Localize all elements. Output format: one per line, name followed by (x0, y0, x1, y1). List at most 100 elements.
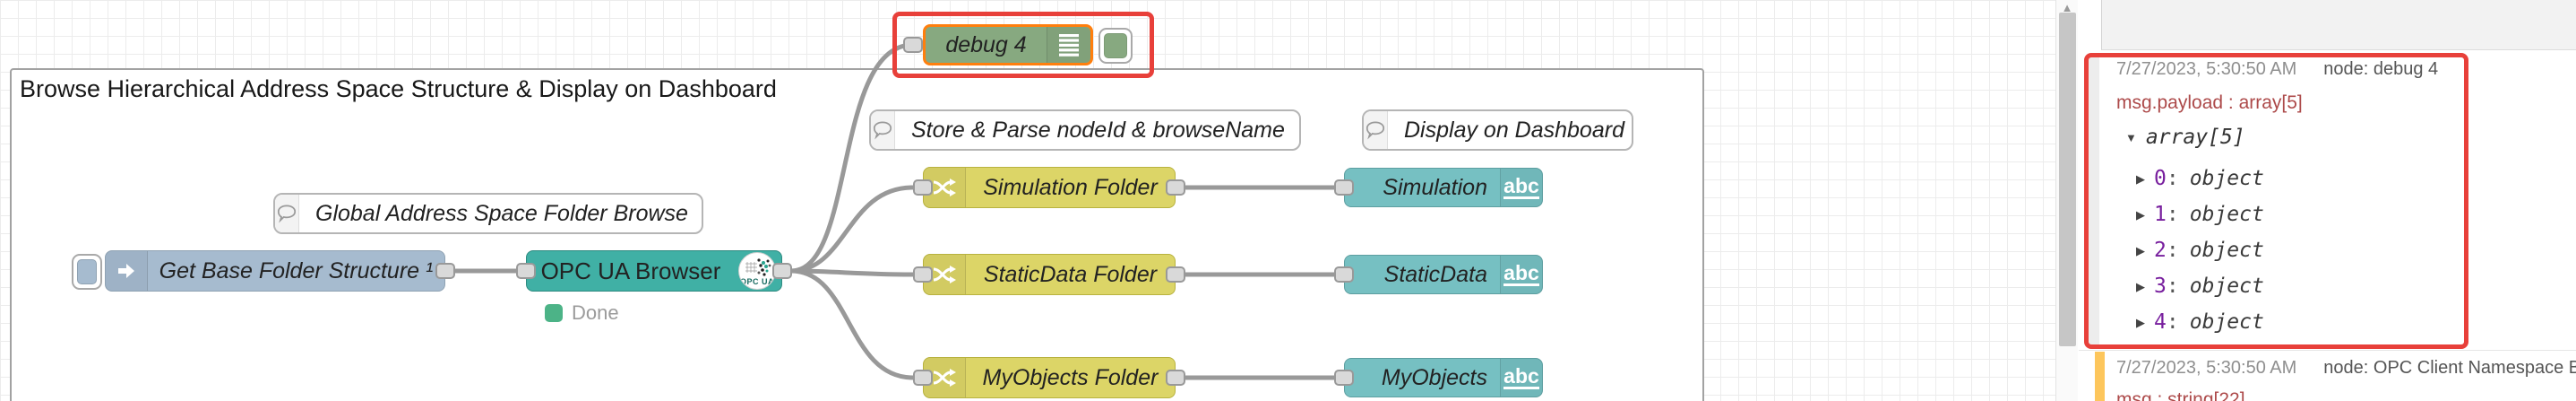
comment-icon (1364, 111, 1388, 149)
tree-item-sep: : (2166, 167, 2179, 190)
debug-message-header: 7/27/2023, 5:30:50 AM node: debug 4 (2116, 59, 2438, 80)
tree-item-sep: : (2166, 203, 2179, 226)
message-timestamp: 7/27/2023, 5:30:50 AM (2116, 358, 2297, 378)
comment-label: Display on Dashboard (1404, 117, 1624, 143)
abc-icon: abc (1500, 256, 1542, 293)
caret-right-icon[interactable]: ▶ (2136, 244, 2145, 257)
opcua-icon: OPC UA (738, 252, 776, 290)
status-dot-icon (545, 304, 563, 322)
inject-node-label: Get Base Folder Structure ¹ (159, 257, 434, 283)
text-input-port[interactable] (1334, 370, 1354, 386)
text-input-port[interactable] (1334, 266, 1354, 283)
text-node-myobjects[interactable]: MyObjects abc (1344, 358, 1543, 397)
switch-node-label: Simulation Folder (983, 174, 1158, 200)
comment-label: Global Address Space Folder Browse (315, 200, 688, 226)
switch-output-port[interactable] (1166, 179, 1185, 196)
inject-trigger-button[interactable] (72, 254, 102, 290)
message-meta: msg : string[22] (2116, 389, 2245, 401)
tree-item-key: 1 (2154, 203, 2167, 226)
opcua-status: Done (545, 301, 619, 325)
message-source-node[interactable]: node: OPC Client Namespace Brow (2323, 358, 2576, 378)
wire-opcua-to-myobjects[interactable] (788, 268, 916, 380)
comment-node-store-parse[interactable]: Store & Parse nodeId & browseName (869, 109, 1301, 151)
status-text: Done (572, 301, 619, 324)
debug-sidebar-toolbar (2101, 0, 2576, 50)
payload-tree-item[interactable]: ▶ 0: object (2136, 167, 2264, 190)
payload-tree-root[interactable]: ▼ array[5] (2125, 126, 2245, 149)
opcua-node-label: OPC UA Browser (540, 257, 721, 284)
group-title: Browse Hierarchical Address Space Struct… (20, 75, 777, 102)
message-left-border-amber (2095, 352, 2105, 401)
comment-node-global-browse[interactable]: Global Address Space Folder Browse (273, 193, 703, 234)
switch-node-simulation[interactable]: Simulation Folder (923, 167, 1176, 208)
message-meta: msg.payload : array[5] (2116, 92, 2303, 113)
debug-toggle-button[interactable] (1098, 28, 1133, 64)
flow-canvas[interactable]: Browse Hierarchical Address Space Struct… (0, 0, 2055, 401)
debug-node-highlight-box (892, 12, 1154, 78)
switch-output-port[interactable] (1166, 266, 1185, 283)
tree-item-key: 3 (2154, 275, 2167, 298)
caret-down-icon[interactable]: ▼ (2125, 131, 2137, 144)
scrollbar-up-arrow-icon[interactable]: ▲ (2061, 1, 2073, 14)
text-node-label: MyObjects (1381, 364, 1487, 390)
switch-node-label: MyObjects Folder (982, 364, 1159, 390)
tree-item-value: object (2189, 203, 2264, 226)
debug-icon (1047, 27, 1090, 63)
wires-layer (452, 42, 1337, 380)
switch-input-port[interactable] (913, 370, 933, 386)
tree-item-key: 4 (2154, 310, 2167, 334)
debug-node-label: debug 4 (945, 31, 1027, 57)
switch-input-port[interactable] (913, 179, 933, 196)
tree-item-value: object (2189, 239, 2264, 262)
message-timestamp: 7/27/2023, 5:30:50 AM (2116, 59, 2297, 79)
inject-output-port[interactable] (435, 263, 455, 279)
switch-node-myobjects[interactable]: MyObjects Folder (923, 357, 1176, 398)
caret-right-icon[interactable]: ▶ (2136, 172, 2145, 186)
inject-button-inner (77, 259, 97, 284)
caret-right-icon[interactable]: ▶ (2136, 208, 2145, 222)
debug-node[interactable]: debug 4 (923, 24, 1093, 65)
switch-output-port[interactable] (1166, 370, 1185, 386)
comment-icon (275, 195, 299, 232)
tree-item-sep: : (2166, 275, 2179, 298)
caret-right-icon[interactable]: ▶ (2136, 280, 2145, 293)
message-source-node[interactable]: node: debug 4 (2323, 59, 2439, 79)
abc-icon: abc (1500, 359, 1542, 397)
message-separator (2079, 350, 2576, 351)
tree-item-key: 0 (2154, 167, 2167, 190)
message-left-border (2089, 57, 2099, 344)
text-node-simulation[interactable]: Simulation abc (1344, 168, 1543, 207)
opcua-icon-text: OPC UA (739, 277, 774, 286)
tree-root-label: array[5] (2145, 126, 2245, 149)
tree-item-value: object (2189, 167, 2264, 190)
switch-input-port[interactable] (913, 266, 933, 283)
debug-message-highlight-box (2084, 53, 2468, 349)
debug-input-port[interactable] (903, 37, 923, 53)
tree-item-sep: : (2166, 239, 2179, 262)
payload-tree-item[interactable]: ▶2:object (2136, 239, 2264, 262)
scrollbar-thumb[interactable] (2059, 13, 2076, 346)
tree-item-value: object (2189, 310, 2264, 334)
switch-icon (924, 358, 966, 397)
payload-tree-item[interactable]: ▶ 1: object (2136, 203, 2264, 226)
opcua-input-port[interactable] (516, 263, 536, 279)
inject-icon (106, 251, 148, 291)
wire-opcua-to-simulation[interactable] (788, 185, 916, 274)
text-input-port[interactable] (1334, 179, 1354, 196)
switch-node-staticdata[interactable]: StaticData Folder (923, 254, 1176, 295)
text-node-label: Simulation (1383, 174, 1487, 200)
payload-tree-item[interactable]: ▶ 4: object (2136, 310, 2264, 334)
inject-node[interactable]: Get Base Folder Structure ¹ (105, 250, 445, 292)
comment-node-display-dashboard[interactable]: Display on Dashboard (1362, 109, 1633, 151)
debug-message-header: 7/27/2023, 5:30:50 AM node: OPC Client Na… (2116, 358, 2576, 379)
payload-tree-item[interactable]: ▶3:object (2136, 275, 2264, 298)
caret-right-icon[interactable]: ▶ (2136, 316, 2145, 329)
canvas-vertical-scrollbar[interactable]: ▲ (2055, 0, 2078, 401)
wire-opcua-to-debug[interactable] (788, 42, 916, 274)
tree-item-sep: : (2166, 310, 2179, 334)
debug-sidebar: 7/27/2023, 5:30:50 AM node: debug 4 msg.p… (2079, 0, 2576, 401)
opcua-output-port[interactable] (772, 263, 792, 279)
abc-icon: abc (1500, 169, 1542, 206)
text-node-staticdata[interactable]: StaticData abc (1344, 255, 1543, 294)
